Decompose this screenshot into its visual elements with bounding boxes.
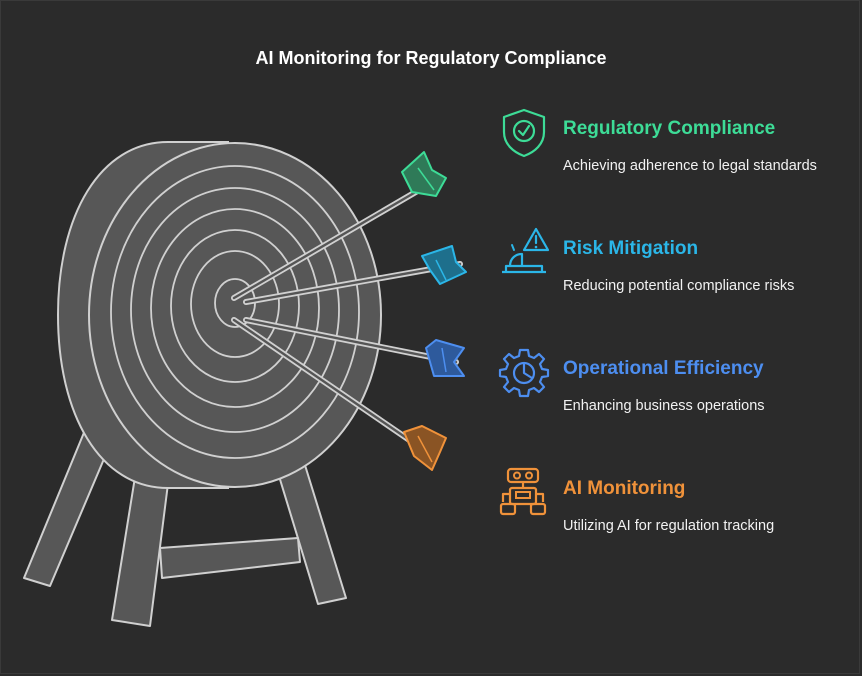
warning-triangle-icon <box>502 227 550 274</box>
arrow-fletching-blue <box>425 339 465 377</box>
shield-check-icon <box>502 108 546 158</box>
arrow-fletching-green <box>401 151 447 197</box>
target-stand <box>23 417 347 627</box>
target-ring <box>190 250 280 358</box>
arrow-green <box>231 151 447 301</box>
item-heading: AI Monitoring <box>563 478 686 499</box>
target-ring <box>110 165 360 459</box>
item-operational-efficiency: Operational Efficiency Enhancing busines… <box>498 346 848 456</box>
item-description: Reducing potential compliance risks <box>563 278 795 294</box>
arrow-orange <box>231 317 447 471</box>
item-description: Enhancing business operations <box>563 398 765 414</box>
target-ring <box>170 229 300 383</box>
target-ring <box>130 187 340 433</box>
item-regulatory-compliance: Regulatory Compliance Achieving adherenc… <box>498 106 848 216</box>
stand-crossbar <box>159 537 301 579</box>
target-rings <box>110 165 360 459</box>
target-ring <box>150 208 320 408</box>
item-description: Utilizing AI for regulation tracking <box>563 518 775 534</box>
item-description: Achieving adherence to legal standards <box>563 158 817 174</box>
robot-icon <box>499 467 547 516</box>
item-heading: Risk Mitigation <box>563 238 699 259</box>
item-heading: Regulatory Compliance <box>563 118 776 139</box>
item-heading: Operational Efficiency <box>563 358 764 379</box>
arrow-blue <box>243 317 465 377</box>
diagram-title: AI Monitoring for Regulatory Compliance <box>255 48 607 68</box>
target-board <box>56 141 382 489</box>
target-face <box>88 142 382 488</box>
gear-chart-icon <box>498 348 550 398</box>
arrow-cyan <box>243 245 467 305</box>
item-ai-monitoring: AI Monitoring Utilizing AI for regulatio… <box>498 466 848 576</box>
item-risk-mitigation: Risk Mitigation Reducing potential compl… <box>498 226 848 336</box>
arrow-fletching-cyan <box>421 245 467 285</box>
